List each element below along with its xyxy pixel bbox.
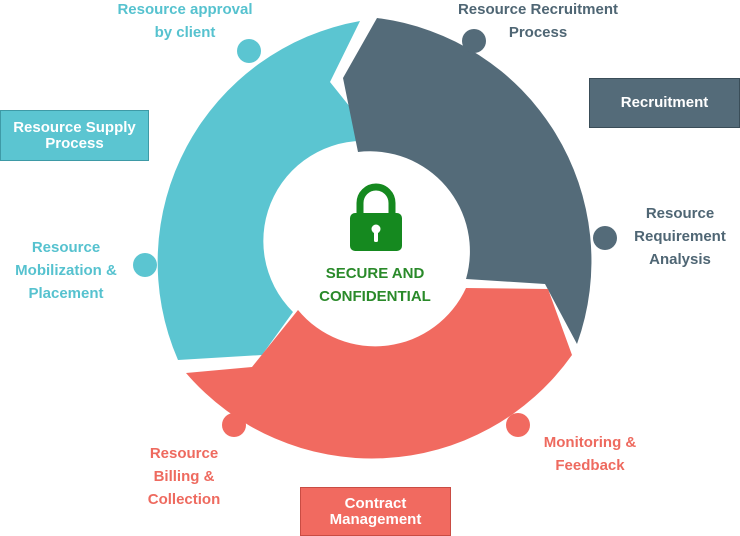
- phase-recruitment-label: Recruitment: [620, 94, 709, 111]
- segment-contract: [186, 288, 572, 459]
- segment-recruitment: [343, 18, 592, 344]
- step-requirement-line-2: Requirement: [634, 228, 726, 245]
- step-monitoring-line-1: Monitoring &: [543, 434, 637, 451]
- phase-box-contract: Contract Management: [300, 487, 451, 536]
- phase-contract-line-2: Management: [329, 510, 422, 528]
- step-approval-line-2: by client: [154, 24, 216, 41]
- nub-recruitment-process: [462, 29, 486, 53]
- center-label: SECURE AND CONFIDENTIAL: [300, 262, 450, 308]
- step-label-recruitment-process: Resource Recruitment Process: [438, 0, 638, 44]
- nub-requirement: [593, 226, 617, 250]
- step-billing-line-1: Resource: [149, 445, 219, 462]
- step-recruitment-process-line-1: Resource Recruitment: [457, 1, 619, 18]
- center-line-2: CONFIDENTIAL: [319, 288, 431, 305]
- phase-box-resource-supply: Resource Supply Process: [0, 110, 149, 161]
- step-mobilization-line-3: Placement: [28, 285, 104, 302]
- padlock-icon: [350, 183, 402, 251]
- phase-supply-line-1: Resource Supply: [13, 118, 136, 136]
- phase-supply-line-2: Process: [45, 134, 104, 152]
- nub-billing: [222, 413, 246, 437]
- step-billing-line-3: Collection: [147, 491, 221, 508]
- step-mobilization-line-1: Resource: [31, 239, 101, 256]
- step-label-approval: Resource approval by client: [95, 0, 275, 44]
- step-recruitment-process-line-2: Process: [508, 24, 568, 41]
- phase-contract-line-1: Contract: [344, 494, 407, 512]
- nub-monitoring: [506, 413, 530, 437]
- nub-mobilization: [133, 253, 157, 277]
- nub-approval: [237, 39, 261, 63]
- step-label-monitoring: Monitoring & Feedback: [530, 431, 650, 477]
- segment-resource-supply: [157, 21, 378, 360]
- step-approval-line-1: Resource approval: [117, 1, 253, 18]
- center-line-1: SECURE AND: [325, 265, 425, 282]
- phase-box-recruitment: Recruitment: [589, 78, 740, 128]
- step-label-mobilization: Resource Mobilization & Placement: [0, 236, 132, 305]
- step-monitoring-line-2: Feedback: [555, 457, 625, 474]
- step-mobilization-line-2: Mobilization &: [15, 262, 117, 279]
- step-label-billing: Resource Billing & Collection: [124, 442, 244, 511]
- step-requirement-line-3: Analysis: [649, 251, 711, 268]
- step-label-requirement: Resource Requirement Analysis: [620, 202, 740, 271]
- step-billing-line-2: Billing &: [153, 468, 215, 485]
- step-requirement-line-1: Resource: [645, 205, 715, 222]
